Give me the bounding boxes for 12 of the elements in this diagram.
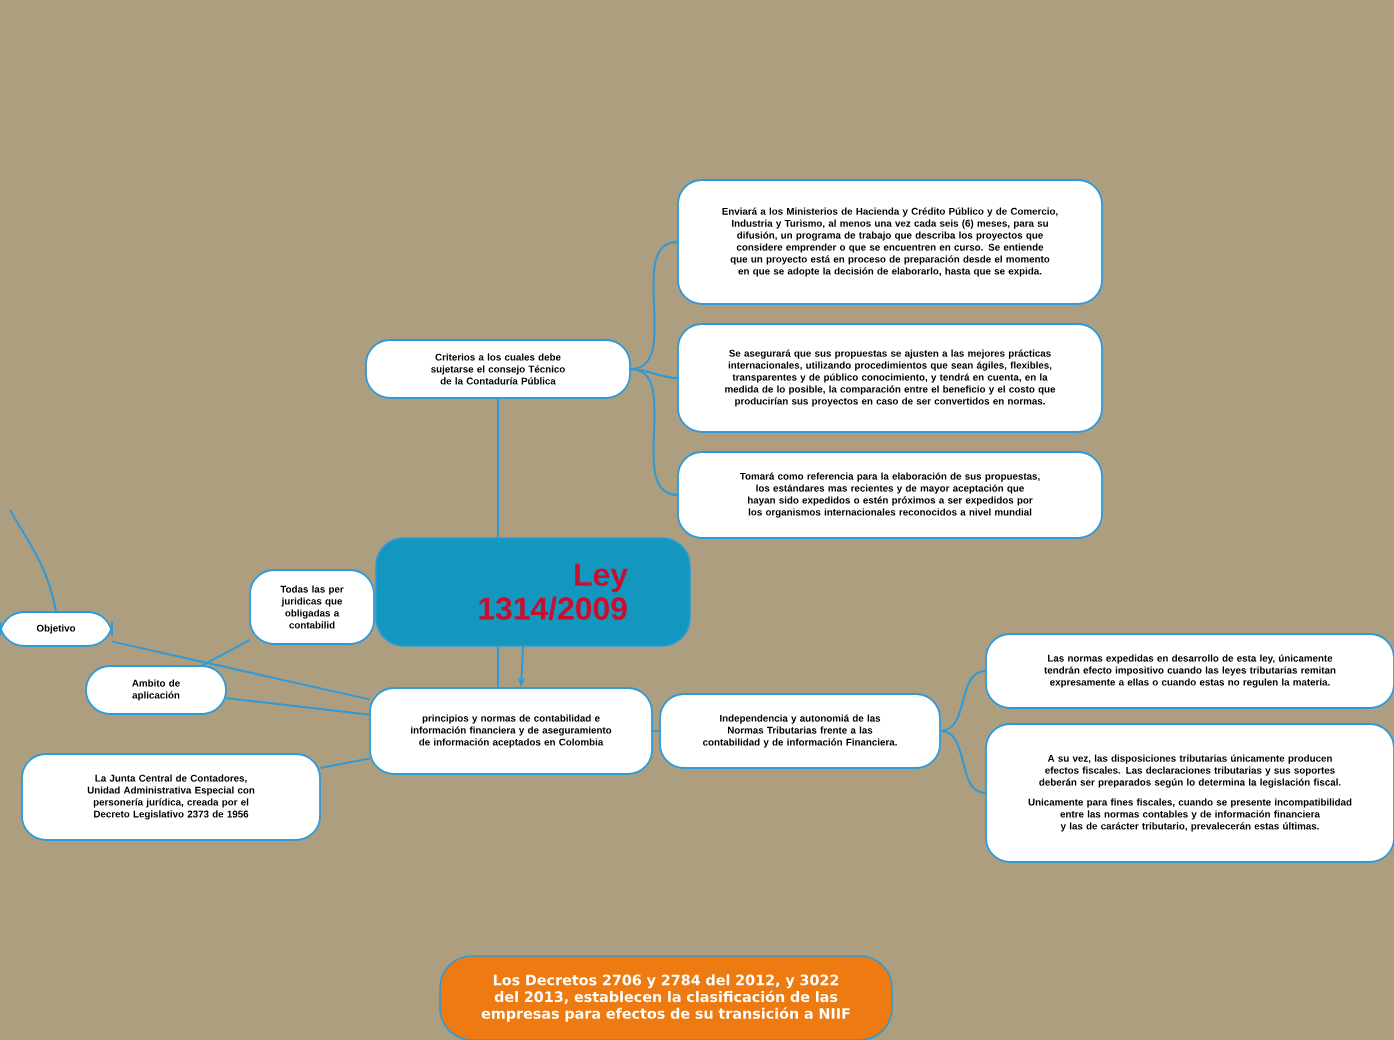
connector-line — [497, 397, 499, 539]
connector-line — [939, 670, 987, 732]
connector-line — [629, 368, 679, 496]
connector-line — [225, 697, 371, 716]
connector-line — [319, 757, 371, 769]
central-topic-box: Ley 1314/2009 — [375, 537, 691, 647]
connector-line — [497, 645, 499, 689]
connector-line — [939, 730, 987, 794]
connector-line — [629, 241, 679, 370]
connector-line — [200, 639, 251, 667]
connector-line — [111, 640, 371, 701]
connector-line — [9, 509, 57, 613]
